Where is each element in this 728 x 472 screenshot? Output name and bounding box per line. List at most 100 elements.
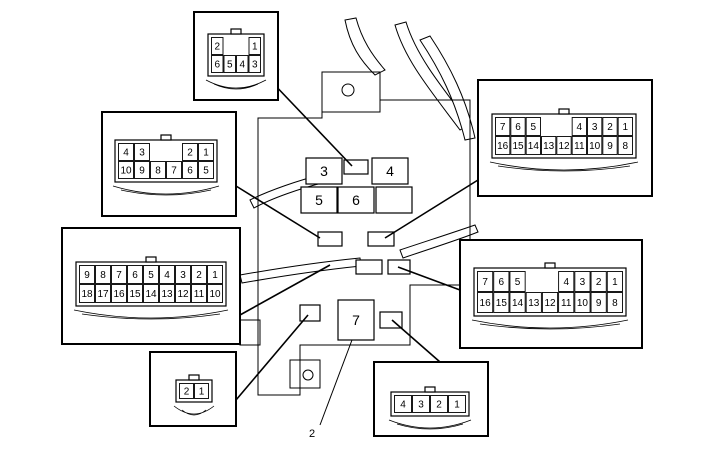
connector-pin-label: 1	[612, 277, 618, 288]
connector-pin-cell	[617, 117, 633, 136]
connector-pin-label: 13	[161, 289, 173, 300]
connector-shading	[205, 79, 267, 90]
svg-text:5: 5	[315, 192, 323, 208]
leader-top	[269, 79, 353, 167]
connector-pin-label: 10	[589, 141, 601, 152]
connector-pin-cell	[556, 136, 572, 155]
connector-pin-label: 1	[454, 400, 460, 411]
connector-pin-label: 10	[577, 298, 589, 309]
connector-pin-cell	[510, 136, 526, 155]
connector-pin-label: 3	[418, 400, 424, 411]
relay-housing	[321, 71, 381, 113]
connector-pin-label: 5	[515, 277, 521, 288]
connector-lock-tab	[544, 262, 556, 269]
harness-bundle-top	[344, 17, 386, 76]
connector-pin-cell	[182, 161, 198, 179]
connector-pin-label: 5	[148, 270, 154, 281]
connector-pin-cell	[590, 271, 607, 292]
connector-pin-cell	[191, 265, 207, 284]
connector-pin-label: 7	[482, 277, 488, 288]
connector-pin-cell	[211, 37, 224, 55]
leader-callout-2	[319, 339, 353, 426]
connector-pin-label: 17	[97, 289, 109, 300]
cavity-3: 3	[305, 157, 343, 185]
connector-pin-label: 2	[184, 387, 190, 398]
connector-pin-cell	[477, 292, 494, 313]
connector-pin-label: 1	[623, 122, 629, 133]
connector-pin-label: 6	[499, 277, 505, 288]
connector-pin-cell	[198, 161, 214, 179]
connector-pin-cell	[541, 136, 557, 155]
connector-pin-cell	[118, 161, 134, 179]
connector-pin-cell	[509, 292, 526, 313]
connector-shading	[73, 309, 229, 320]
connector-lock-tab	[424, 386, 436, 393]
connector-pin-label: 1	[212, 270, 218, 281]
connector-pin-label: 3	[580, 277, 586, 288]
connector-pin-label: 3	[252, 60, 258, 71]
connector-pin-cell	[571, 136, 587, 155]
connector-pin-cell	[150, 161, 166, 179]
connector-pin-cell	[525, 292, 542, 313]
connector-pin-label: 4	[239, 60, 245, 71]
connector-pin-label: 8	[612, 298, 618, 309]
connector-pin-label: 14	[512, 298, 524, 309]
connector-pin-cell	[525, 117, 541, 136]
connector-pin-cell	[159, 284, 175, 303]
connector-shading	[112, 185, 220, 196]
connector-pin-cell	[571, 117, 587, 136]
connector-pin-cell	[182, 143, 198, 161]
connector-pin-label: 8	[155, 166, 161, 177]
connector-pin-label: 2	[607, 122, 613, 133]
connector-pin-cell	[166, 161, 182, 179]
connector-pin-cell	[602, 136, 618, 155]
connector-pin-label: 8	[623, 141, 629, 152]
connector-pin-cell	[587, 136, 603, 155]
connector-pin-cell	[207, 265, 223, 284]
connector-pin-cell	[207, 284, 223, 303]
leader-upper-left	[235, 185, 321, 239]
svg-text:7: 7	[352, 312, 360, 328]
svg-text:6: 6	[352, 192, 360, 208]
connector-pin-cell	[111, 284, 127, 303]
connector-shading	[489, 161, 639, 172]
connector-pin-label: 9	[596, 298, 602, 309]
leader-middle-left	[239, 264, 331, 316]
connector-pin-cell	[509, 271, 526, 292]
connector-lock-tab	[188, 374, 200, 381]
connector-pin-cell	[159, 265, 175, 284]
fuse-block-outline	[257, 71, 471, 396]
connector-pin-label: 3	[592, 122, 598, 133]
connector-pin-label: 4	[164, 270, 170, 281]
connector-pin-cell	[394, 395, 412, 413]
leader-lower-right	[391, 319, 441, 363]
connector-pin-cell	[223, 55, 236, 73]
harness-bundle-lower-right	[399, 224, 479, 259]
cavity-4: 4	[371, 157, 409, 185]
connector-pin-cell	[134, 143, 150, 161]
connector-shading	[388, 419, 472, 430]
connector-pin-label: 11	[574, 141, 585, 152]
side-clip	[239, 319, 261, 346]
connector-lock-tab	[230, 28, 242, 35]
connector-pin-cell	[79, 284, 95, 303]
connector-pin-cell	[558, 292, 575, 313]
connector-pin-cell	[495, 117, 511, 136]
connector-pin-label: 12	[558, 141, 570, 152]
connector-lock-tab	[145, 256, 157, 263]
cavity-7: 7	[337, 299, 375, 341]
connector-pin-label: 11	[561, 298, 572, 309]
connector-pin-cell	[143, 265, 159, 284]
connector-pin-label: 6	[187, 166, 193, 177]
body-connector-mid-left	[317, 231, 343, 247]
connector-pin-label: 14	[145, 289, 157, 300]
connector-pin-cell	[495, 136, 511, 155]
connector-pin-label: 8	[100, 270, 106, 281]
connector-pin-cell	[134, 161, 150, 179]
connector-pin-cell	[493, 271, 510, 292]
connector-pin-label: 1	[203, 148, 209, 159]
mounting-bolt	[341, 83, 355, 97]
connector-shading	[471, 319, 629, 330]
